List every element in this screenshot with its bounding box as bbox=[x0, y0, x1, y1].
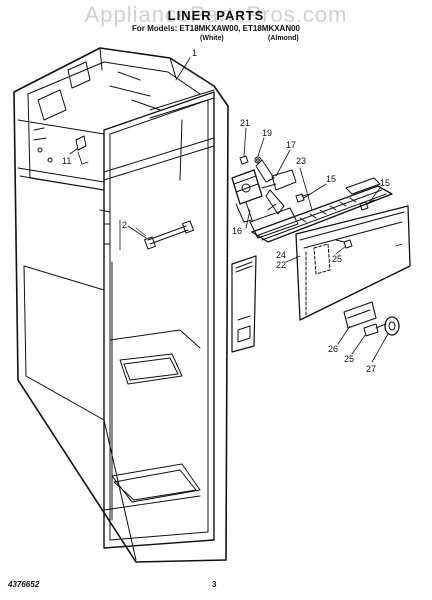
callout-17: 17 bbox=[286, 140, 296, 150]
callout-11: 11 bbox=[62, 156, 71, 166]
callout-19: 19 bbox=[262, 128, 272, 138]
callout-1: 1 bbox=[192, 48, 197, 58]
callout-leader-lines bbox=[69, 57, 389, 363]
callout-23: 23 bbox=[296, 156, 306, 166]
page-title: LINER PARTS bbox=[167, 8, 265, 23]
callout-15-right: 15 bbox=[380, 178, 390, 188]
callout-24: 24 bbox=[276, 250, 286, 260]
thermostat-knob bbox=[363, 316, 400, 337]
callout-15-upper: 15 bbox=[326, 174, 336, 184]
color-note-white: (White) bbox=[200, 35, 224, 42]
refrigerator-liner bbox=[13, 47, 229, 563]
model-numbers: For Models: ET18MKXAW00, ET18MKXAN00 bbox=[131, 24, 301, 33]
callout-25-lower: 25 bbox=[344, 354, 354, 364]
screw-part-25-upper bbox=[335, 239, 353, 249]
wire-harness bbox=[135, 220, 194, 250]
control-housing-panel bbox=[295, 205, 411, 321]
color-notes: (White) (Almond) bbox=[0, 35, 432, 45]
screw-part-11 bbox=[75, 135, 89, 165]
air-duct-cover bbox=[249, 177, 393, 243]
air-diffuser-panel bbox=[231, 255, 257, 353]
callout-25-upper: 25 bbox=[332, 254, 342, 264]
color-note-almond: (Almond) bbox=[268, 35, 299, 42]
callout-labels: 1 2 11 15 15 16 17 19 21 22 23 24 25 25 … bbox=[62, 48, 390, 374]
evaporator-fan-motor-assembly bbox=[231, 155, 297, 223]
page-number: 3 bbox=[212, 580, 217, 589]
callout-26: 26 bbox=[328, 344, 338, 354]
callout-27: 27 bbox=[366, 364, 376, 374]
document-code: 4376652 bbox=[8, 580, 40, 589]
callout-2: 2 bbox=[122, 220, 127, 230]
watermark-text: AppliancePartsPros.com bbox=[84, 2, 348, 27]
callout-22: 22 bbox=[276, 260, 286, 270]
callout-21: 21 bbox=[240, 118, 250, 128]
control-bracket bbox=[343, 301, 377, 329]
screw-part-15-upper bbox=[295, 193, 311, 203]
callout-16: 16 bbox=[232, 226, 242, 236]
